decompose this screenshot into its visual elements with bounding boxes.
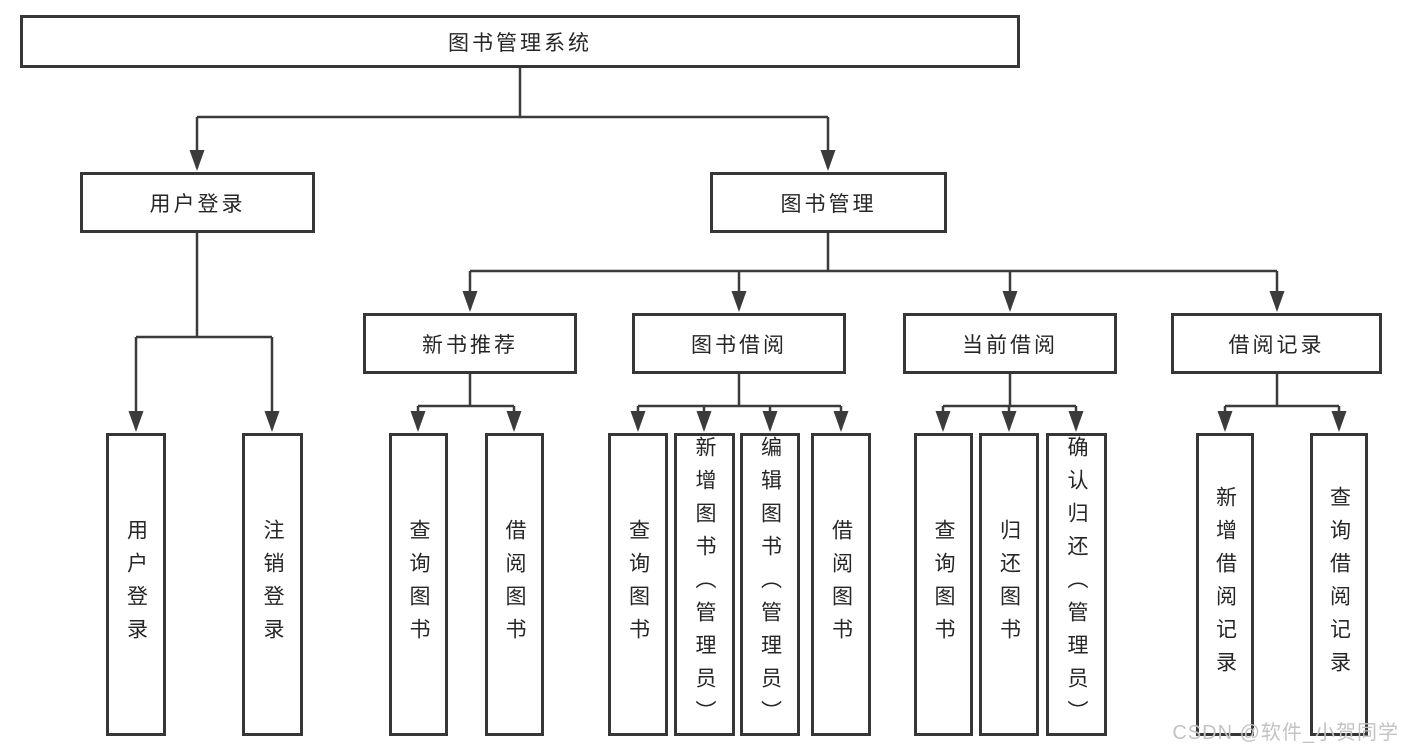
connector-user-login-children	[128, 233, 280, 432]
connector-new-book-children	[410, 374, 522, 432]
leaf-label: 借阅图书	[503, 518, 526, 651]
node-root-system: 图书管理系统	[20, 15, 1020, 68]
leaf-label: 查询图书	[932, 518, 955, 651]
node-leaf-borrow-book-2: 借阅图书	[811, 433, 871, 736]
leaf-label: 查询借阅记录	[1327, 485, 1351, 684]
connector-record-children	[1217, 374, 1347, 432]
node-leaf-borrow-book-1: 借阅图书	[485, 433, 544, 736]
connector-current-borrow-children	[935, 374, 1084, 432]
node-leaf-logout: 注销登录	[242, 433, 303, 736]
leaf-label: 新增图书（管理员）	[693, 436, 716, 733]
node-leaf-add-book-admin: 新增图书（管理员）	[674, 433, 735, 736]
node-leaf-query-borrow-record: 查询借阅记录	[1310, 433, 1368, 736]
node-borrow-record: 借阅记录	[1171, 313, 1382, 374]
node-leaf-confirm-return-admin: 确认归还（管理员）	[1046, 433, 1107, 736]
leaf-label: 注销登录	[261, 518, 284, 651]
leaf-label: 确认归还（管理员）	[1065, 436, 1088, 733]
node-book-management-branch: 图书管理	[710, 172, 947, 233]
leaf-label: 查询图书	[626, 518, 650, 651]
node-leaf-query-book-3: 查询图书	[914, 433, 973, 736]
node-leaf-add-borrow-record: 新增借阅记录	[1196, 433, 1254, 736]
connector-root-to-level2	[189, 68, 836, 171]
leaf-label: 用户登录	[124, 518, 148, 651]
csdn-watermark: CSDN @软件_小贺同学	[1172, 722, 1399, 744]
leaf-label: 新增借阅记录	[1213, 485, 1237, 684]
node-leaf-return-book: 归还图书	[979, 433, 1039, 736]
node-leaf-user-login: 用户登录	[106, 433, 166, 736]
node-book-borrow: 图书借阅	[632, 313, 846, 374]
connector-book-mgmt-children	[462, 233, 1285, 312]
node-current-borrow: 当前借阅	[903, 313, 1117, 374]
node-leaf-edit-book-admin: 编辑图书（管理员）	[740, 433, 800, 736]
node-new-book-recommend: 新书推荐	[363, 313, 577, 374]
leaf-label: 归还图书	[997, 518, 1021, 651]
leaf-label: 借阅图书	[829, 518, 853, 651]
leaf-label: 编辑图书（管理员）	[758, 436, 782, 733]
node-leaf-query-book-2: 查询图书	[608, 433, 668, 736]
node-user-login-branch: 用户登录	[80, 172, 315, 233]
node-leaf-query-book-1: 查询图书	[389, 433, 448, 736]
connector-borrow-children	[630, 374, 849, 432]
leaf-label: 查询图书	[407, 518, 430, 651]
